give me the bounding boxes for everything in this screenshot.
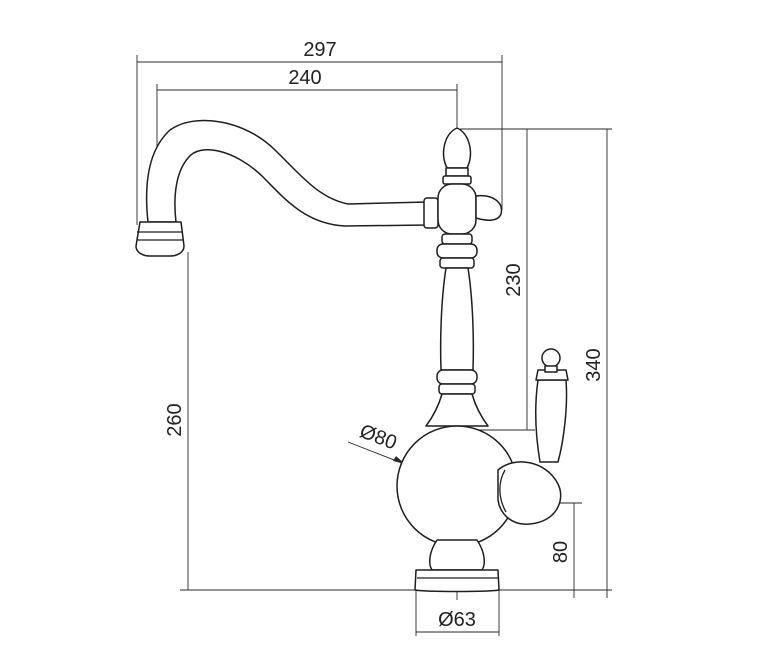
dimension-80-label: 80: [550, 541, 572, 563]
dimension-diameter-80-label: Ø80: [357, 420, 400, 454]
dimension-260-label: 260: [164, 403, 186, 436]
base: [414, 569, 500, 593]
dimension-240-label: 240: [288, 67, 321, 89]
dimension-230-label: 230: [503, 263, 525, 296]
dimension-340-label: 340: [583, 348, 605, 381]
lever-cartridge: [497, 461, 562, 525]
finial: [442, 127, 472, 169]
faucet-outline: [135, 119, 569, 593]
dimension-diameter-63-label: Ø63: [438, 609, 476, 631]
dimension-297-label: 297: [303, 39, 336, 61]
spout: [145, 119, 429, 227]
upper-hub: [437, 183, 477, 235]
lever-knob: [541, 348, 561, 368]
lever-handle: [535, 379, 568, 463]
column: [439, 267, 475, 371]
diverter-knob: [475, 194, 503, 221]
aerator: [135, 221, 185, 257]
pedestal: [428, 539, 486, 571]
spout-collar: [423, 197, 439, 229]
